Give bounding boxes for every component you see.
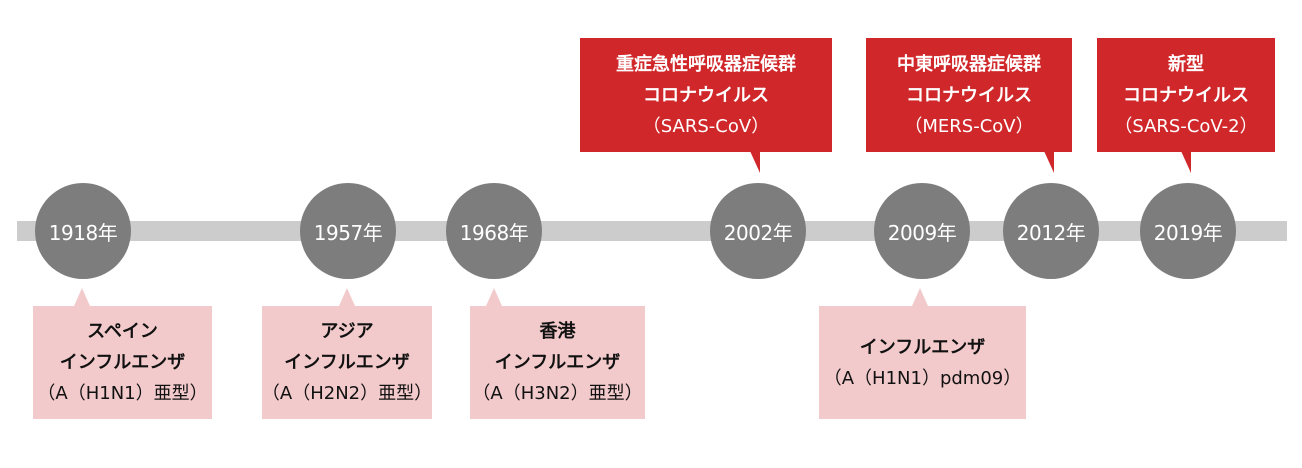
year-marker-1968: 1968年 xyxy=(446,183,542,279)
year-marker-2002: 2002年 xyxy=(710,183,806,279)
influenza-box-2009: インフルエンザ （A（H1N1）pdm09） xyxy=(819,306,1026,419)
coronavirus-pointer-2002 xyxy=(750,151,760,173)
coronavirus-name: 重症急性呼吸器症候群 xyxy=(616,53,796,75)
coronavirus-abbreviation: （SARS-CoV） xyxy=(642,115,770,137)
influenza-box-1957: アジア インフルエンザ （A（H2N2）亜型） xyxy=(262,306,432,419)
coronavirus-abbreviation: （SARS-CoV-2） xyxy=(1114,115,1258,137)
influenza-name: 香港 xyxy=(539,321,576,342)
coronavirus-abbreviation: （MERS-CoV） xyxy=(904,115,1034,137)
influenza-pointer-2009 xyxy=(912,288,928,306)
influenza-name: スペイン xyxy=(87,321,158,342)
influenza-subtype: （A（H2N2）亜型） xyxy=(261,383,433,404)
influenza-type: インフルエンザ xyxy=(494,352,621,373)
influenza-type: インフルエンザ xyxy=(59,352,186,373)
coronavirus-type: コロナウイルス xyxy=(643,84,769,106)
coronavirus-type: コロナウイルス xyxy=(1123,84,1249,106)
coronavirus-pointer-2019 xyxy=(1181,151,1191,173)
coronavirus-box-2019: 新型 コロナウイルス （SARS-CoV-2） xyxy=(1097,38,1275,152)
influenza-pointer-1957 xyxy=(339,288,355,306)
influenza-pointer-1918 xyxy=(74,288,90,306)
influenza-box-1918: スペイン インフルエンザ （A（H1N1）亜型） xyxy=(33,306,212,419)
year-marker-2009: 2009年 xyxy=(874,183,970,279)
influenza-box-1968: 香港 インフルエンザ （A（H3N2）亜型） xyxy=(470,306,645,419)
coronavirus-box-2012: 中東呼吸器症候群 コロナウイルス （MERS-CoV） xyxy=(866,38,1072,152)
coronavirus-pointer-2012 xyxy=(1044,151,1054,173)
year-marker-1918: 1918年 xyxy=(35,183,131,279)
year-marker-2019: 2019年 xyxy=(1140,183,1236,279)
year-marker-1957: 1957年 xyxy=(300,183,396,279)
coronavirus-box-2002: 重症急性呼吸器症候群 コロナウイルス （SARS-CoV） xyxy=(580,38,832,152)
influenza-type: インフルエンザ xyxy=(859,336,986,358)
influenza-subtype: （A（H3N2）亜型） xyxy=(472,383,643,404)
influenza-subtype: （A（H1N1）亜型） xyxy=(37,383,208,404)
coronavirus-name: 中東呼吸器症候群 xyxy=(897,53,1041,75)
influenza-subtype: （A（H1N1）pdm09） xyxy=(823,367,1022,389)
year-marker-2012: 2012年 xyxy=(1003,183,1099,279)
coronavirus-name: 新型 xyxy=(1168,53,1204,75)
coronavirus-type: コロナウイルス xyxy=(906,84,1032,106)
influenza-pointer-1968 xyxy=(486,288,502,306)
influenza-type: インフルエンザ xyxy=(284,352,410,373)
influenza-name: アジア xyxy=(320,321,374,342)
